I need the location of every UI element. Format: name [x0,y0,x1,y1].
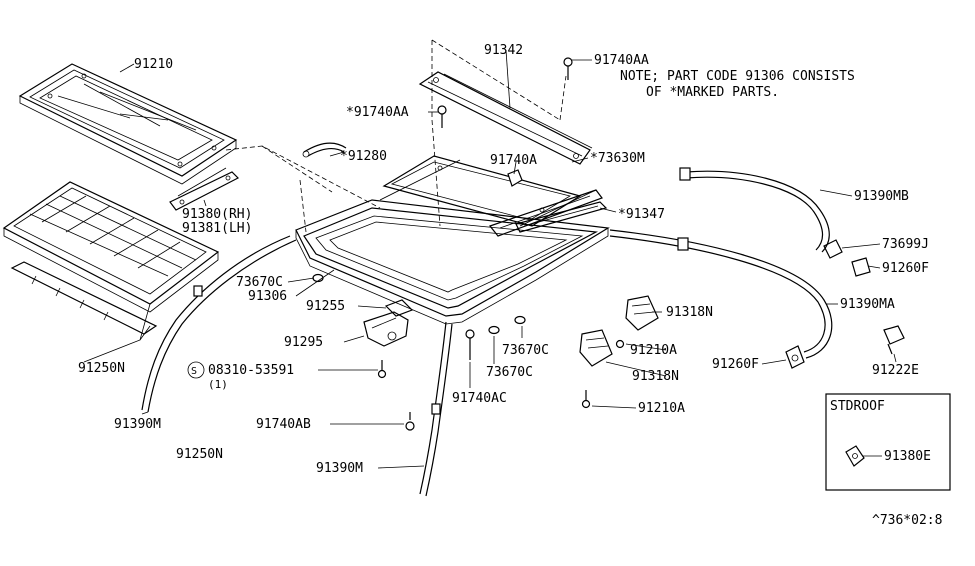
bolt-91740ac [465,329,475,360]
grommet-91260f-right [851,257,871,277]
label-91380e: 91380E [884,449,931,464]
s-symbol-letter: S [191,366,197,377]
screw-91740aa-star [437,105,447,128]
label-91318n-a: 91318N [666,305,713,320]
sunroof-frame-91306 [295,155,610,325]
nut-73670c-mid [514,315,526,325]
link-bracket-91318n-upper [625,295,659,331]
wind-deflector-91342 [418,71,593,165]
link-bracket-91318n-lower [579,329,613,367]
label-91380: 91380(RH) [182,207,252,222]
screw-91740ab [405,412,415,431]
glass-bracket-91380 [169,167,240,211]
hose-clip-73699j [823,239,843,259]
clip-91222e [883,325,905,355]
label-91390m-left: 91390M [114,417,161,432]
label-73670c-left: 73670C [236,275,283,290]
standard-part-symbol [187,361,205,379]
label-91740a: 91740A [490,153,537,168]
label-91381: 91381(LH) [182,221,252,236]
label-91347: *91347 [618,207,665,222]
label-91260f-low: 91260F [712,357,759,372]
label-91260f-right: 91260F [882,261,929,276]
label-91295: 91295 [284,335,323,350]
label-91390mb: 91390MB [854,189,909,204]
diagram-code: ^736*02:8 [872,513,942,528]
label-91306: 91306 [248,289,287,304]
motor-91295 [363,311,409,347]
label-91222e: 91222E [872,363,919,378]
label-91280: *91280 [340,149,387,164]
label-91740aa-top: 91740AA [594,53,649,68]
drain-hose-91280 [302,142,347,158]
bolt-08310-53591 [377,360,387,379]
label-91210: 91210 [134,57,173,72]
grommet-91260f-low [785,345,805,369]
label-91318n-b: 91318N [632,369,679,384]
drain-hose-91390ma [609,229,833,359]
label-91255: 91255 [306,299,345,314]
label-91250n-a: 91250N [78,361,125,376]
screw-91210a-b [581,390,591,409]
label-std-roof: STDROOF [830,399,885,414]
slide-rail-91347 [515,201,608,233]
nut-73670c-low [488,325,500,335]
nut-73670c-left [312,273,324,283]
label-08310-qty: (1) [208,378,228,391]
drain-hose-91390mb [679,167,830,253]
label-91210a-a: 91210A [630,343,677,358]
bracket-91255 [384,299,414,317]
label-08310-53591: 08310-53591 [208,363,294,378]
sunshade-91250n [2,181,220,313]
drain-hose-91390m-left [141,235,297,413]
label-91740ab: 91740AB [256,417,311,432]
label-91740ac: 91740AC [452,391,507,406]
label-73670c-mid: 73670C [502,343,549,358]
shade-trim-strip [10,261,158,335]
label-91250n-b: 91250N [176,447,223,462]
screw-91210a-a [615,339,625,349]
std-roof-inset [825,393,951,491]
label-91390ma: 91390MA [840,297,895,312]
label-91390m-low: 91390M [316,461,363,476]
note-line-2: OF *MARKED PARTS. [646,85,779,100]
label-73699j: 73699J [882,237,929,252]
label-91210a-b: 91210A [638,401,685,416]
note-line-1: NOTE; PART CODE 91306 CONSISTS [620,69,855,84]
drain-hose-91390m-low [419,321,453,497]
leader-lines [83,49,897,469]
label-73670c-low: 73670C [486,365,533,380]
screw-91740aa-top [563,57,573,80]
label-91342: 91342 [484,43,523,58]
label-91740aa-star: *91740AA [346,105,409,120]
label-73630m: *73630M [590,151,645,166]
glass-lid-91210 [18,63,238,185]
